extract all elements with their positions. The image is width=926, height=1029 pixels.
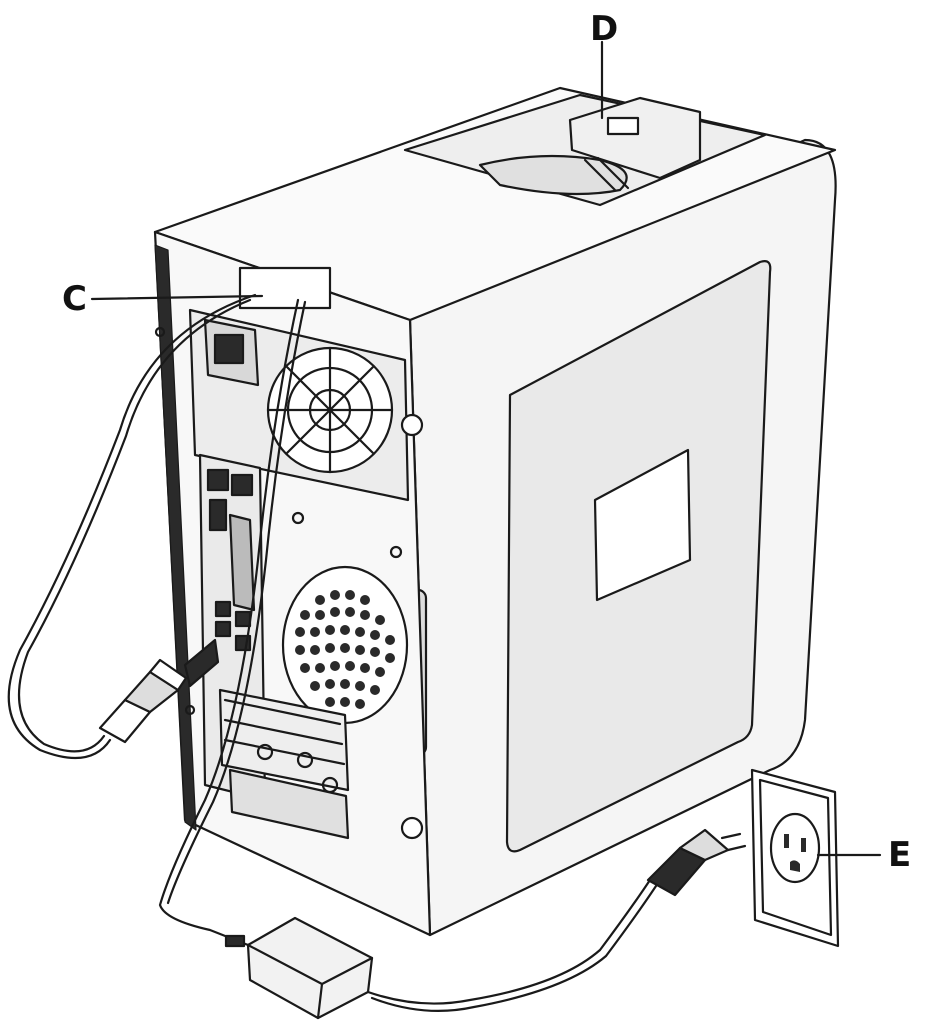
top-dock <box>568 40 702 192</box>
power-cable-to-adapter <box>158 298 307 947</box>
power-cable-to-outlet <box>366 828 747 1013</box>
callout-d: D <box>590 9 619 49</box>
case-rear-panel <box>153 230 432 937</box>
wall-outlet <box>750 768 840 948</box>
case-side-panel <box>406 138 837 937</box>
callout-e: E <box>888 835 912 875</box>
callout-c: C <box>62 279 87 319</box>
ac-adapter <box>224 916 374 1020</box>
usb-cable <box>7 293 257 760</box>
leader-line-c <box>90 294 264 301</box>
